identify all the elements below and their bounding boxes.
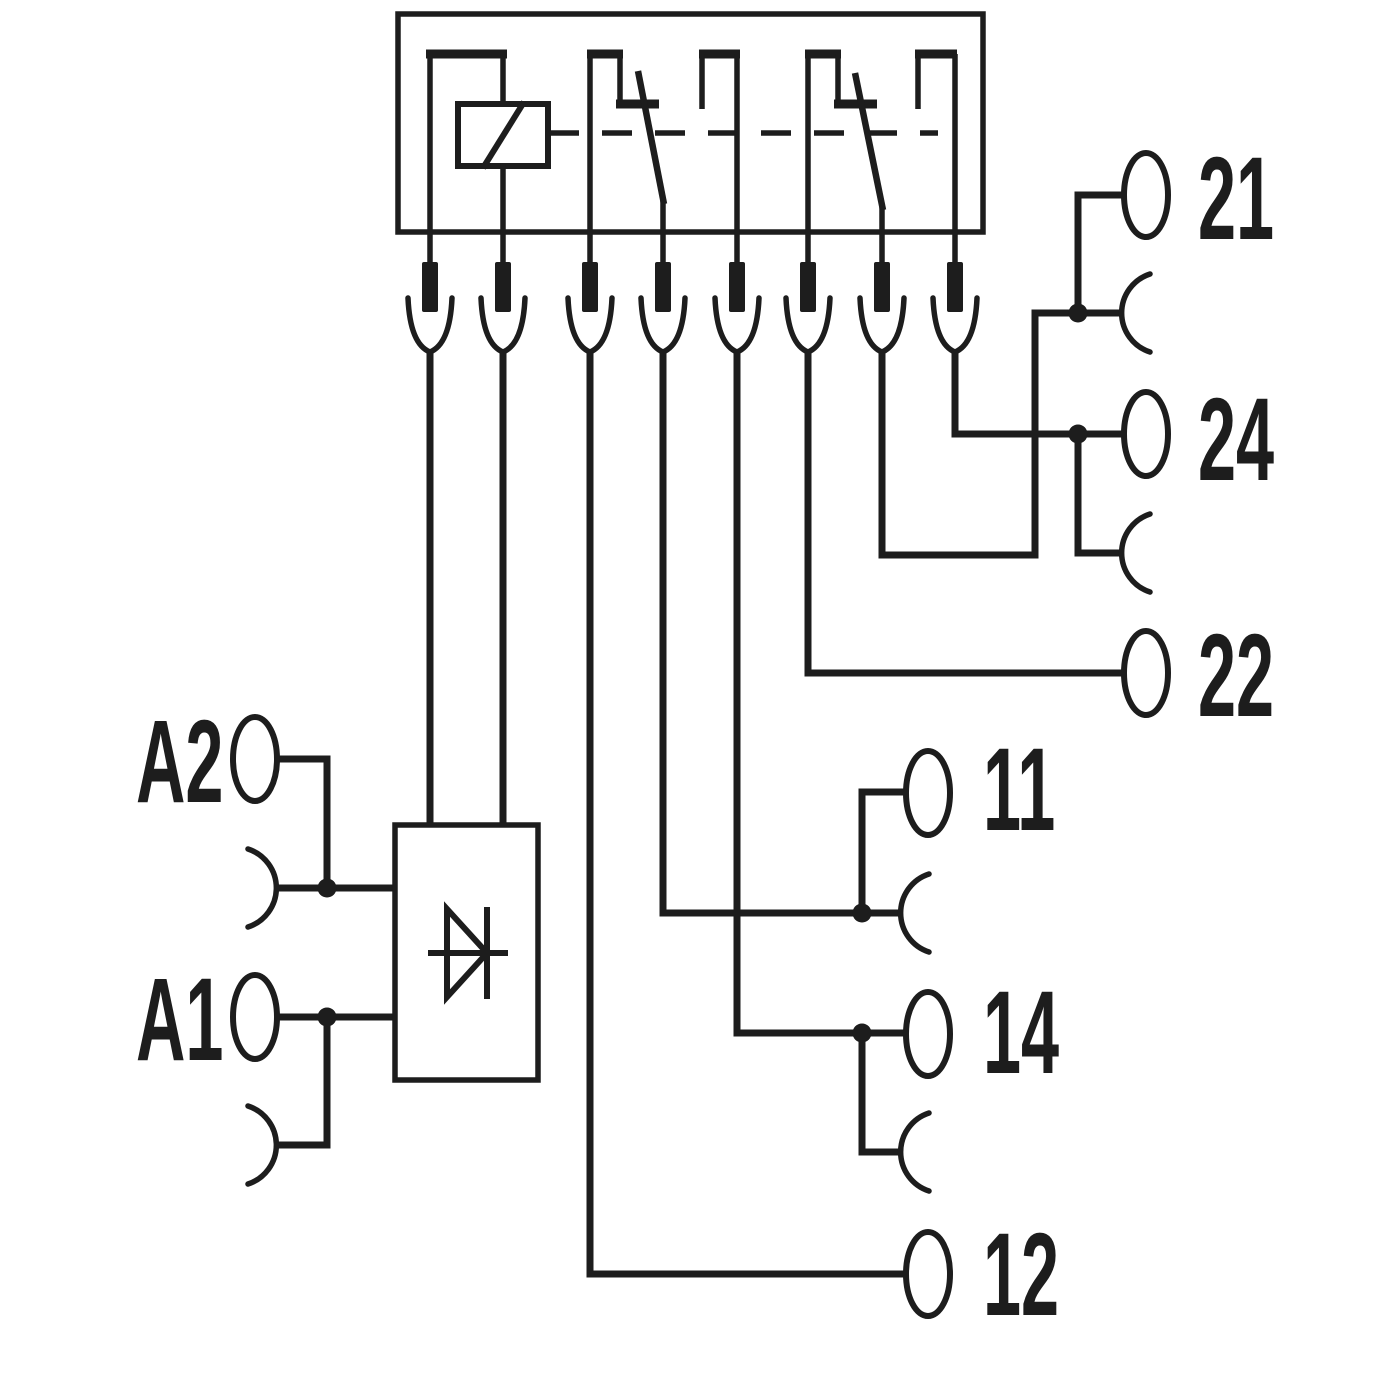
terminal-circle-11 xyxy=(903,748,953,838)
relay-module-box xyxy=(395,11,986,235)
connector-sockets xyxy=(245,271,1153,1194)
label-12: 12 xyxy=(983,1210,1059,1341)
pin-blade-icon xyxy=(729,262,745,312)
wire-to-21-terminal xyxy=(1074,191,1125,313)
junction-dot xyxy=(852,1023,872,1043)
changeover-contact-1 xyxy=(587,49,740,266)
plug-pin-8 xyxy=(930,262,980,355)
plug-in-pins xyxy=(405,262,980,355)
terminal-circle-14 xyxy=(903,989,953,1079)
terminal-circle-22 xyxy=(1121,628,1171,718)
terminal-circle-a1 xyxy=(230,972,280,1062)
pin-blade-icon xyxy=(947,262,963,312)
wiring xyxy=(276,191,1125,1278)
terminal-circles xyxy=(230,150,1171,1319)
label-14: 14 xyxy=(983,968,1059,1099)
wire-to-12 xyxy=(586,352,907,1278)
wire-to-11-terminal xyxy=(858,788,907,913)
wire-to-11-socket xyxy=(659,352,900,917)
contact-arm xyxy=(634,70,668,205)
pin-blade-icon xyxy=(582,262,598,312)
junction-dot xyxy=(1068,424,1088,444)
terminal-circle-12 xyxy=(903,1229,953,1319)
label-24: 24 xyxy=(1198,375,1274,506)
junction-dot xyxy=(317,1007,337,1027)
terminal-labels: 21 24 22 11 14 12 A2 A1 xyxy=(136,134,1274,1341)
wire-to-22 xyxy=(804,352,1125,677)
relay-module-outline xyxy=(395,11,986,235)
wire-to-14-socket xyxy=(858,1033,900,1156)
socket-arc-11 xyxy=(897,871,932,955)
plug-pin-7 xyxy=(857,262,907,355)
wire-a2-terminal xyxy=(277,755,331,888)
socket-arc-a1 xyxy=(245,1103,280,1187)
plug-pin-5 xyxy=(712,262,762,355)
terminal-circle-24 xyxy=(1121,389,1171,479)
relay-coil-symbol xyxy=(426,49,551,266)
junction-dot xyxy=(317,878,337,898)
plug-pin-2 xyxy=(478,262,528,355)
pin-blade-icon xyxy=(655,262,671,312)
plug-pin-6 xyxy=(783,262,833,355)
socket-arc-24 xyxy=(1118,511,1153,595)
label-a2: A2 xyxy=(136,697,223,828)
socket-arc-21 xyxy=(1118,271,1153,355)
wire-to-24-terminal xyxy=(951,352,1125,438)
junction-dot xyxy=(852,903,872,923)
pin-blade-icon xyxy=(422,262,438,312)
junction-dot xyxy=(1068,303,1088,323)
wire-to-21-socket xyxy=(878,309,1121,559)
pin-blade-icon xyxy=(495,262,511,312)
junctions xyxy=(317,303,1088,1043)
socket-arc-a2 xyxy=(245,846,280,930)
pin-blade-icon xyxy=(874,262,890,312)
terminal-circle-a2 xyxy=(230,714,280,804)
terminal-circle-21 xyxy=(1121,150,1171,240)
pin-blade-icon xyxy=(800,262,816,312)
diode-box-outline xyxy=(392,822,541,1083)
wire-a1-socket xyxy=(277,1017,331,1149)
plug-pin-3 xyxy=(565,262,615,355)
changeover-contact-2 xyxy=(805,49,958,266)
contact-arm xyxy=(851,72,887,211)
label-a1: A1 xyxy=(136,955,223,1086)
coil-diagonal xyxy=(480,100,527,170)
label-21: 21 xyxy=(1198,134,1274,265)
plug-pin-1 xyxy=(405,262,455,355)
plug-pin-4 xyxy=(638,262,688,355)
wire-to-24-socket xyxy=(1074,434,1121,557)
wire-to-14-terminal xyxy=(733,352,907,1037)
label-11: 11 xyxy=(983,725,1055,856)
label-22: 22 xyxy=(1198,611,1274,742)
diode-triangle-icon xyxy=(444,901,492,1005)
protection-diode-block xyxy=(392,822,541,1083)
socket-arc-14 xyxy=(897,1110,932,1194)
